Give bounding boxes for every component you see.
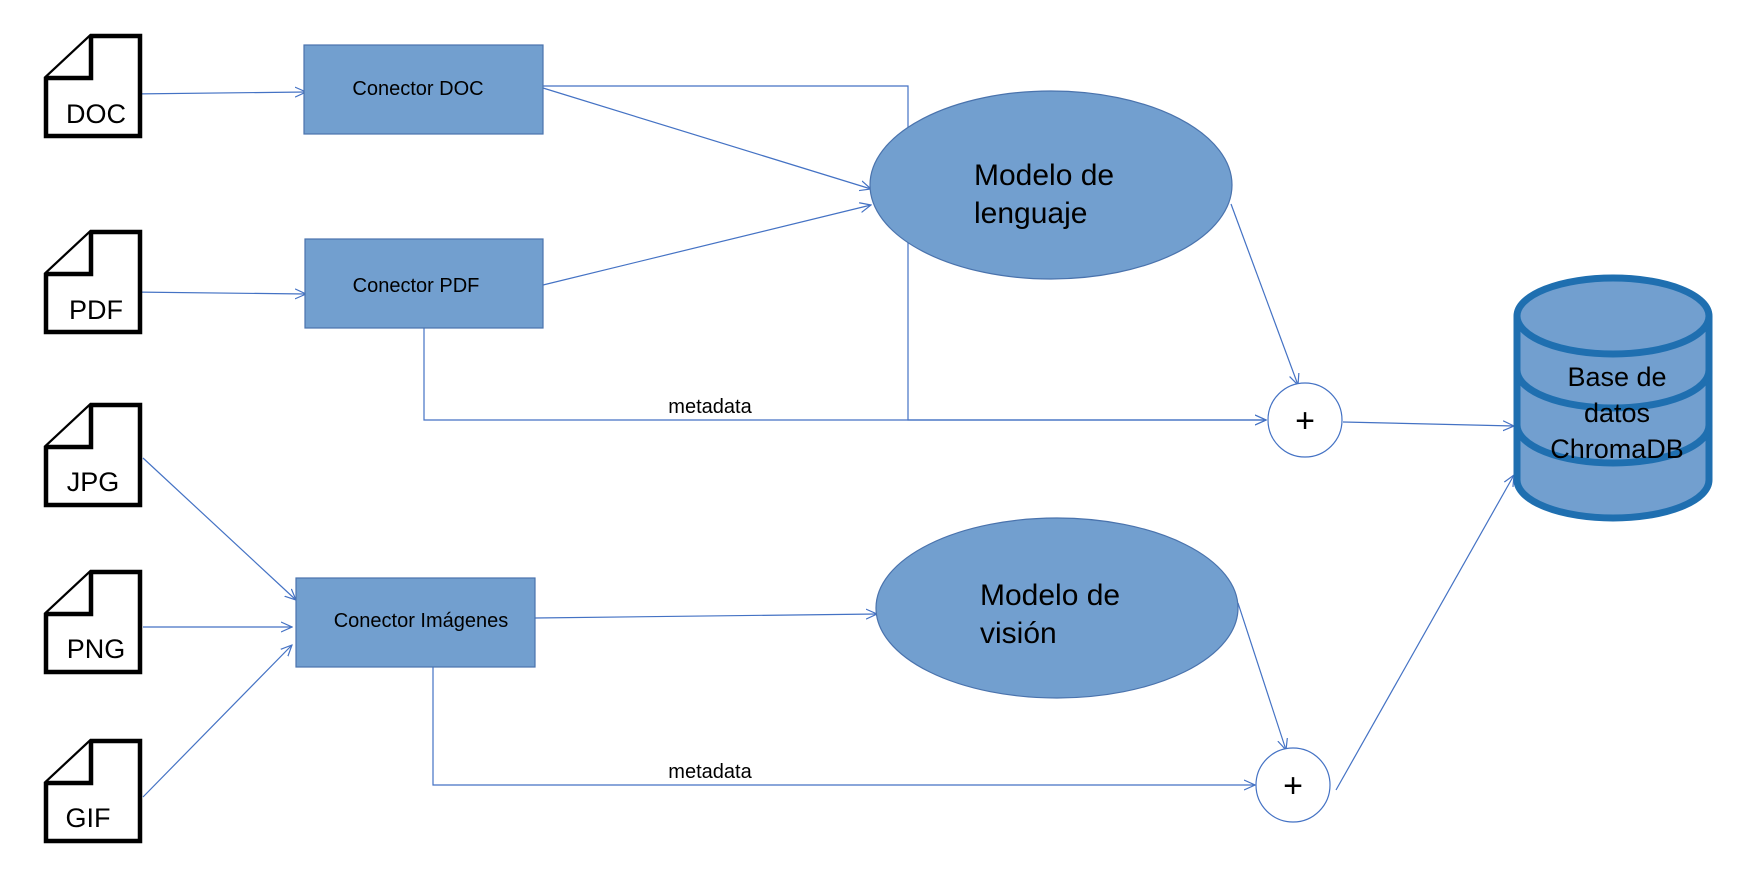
database-disk-divider-2 [1513, 424, 1713, 467]
metadata-label-bottom: metadata [668, 761, 752, 783]
merge-node-top-plus: + [1295, 402, 1315, 440]
edge-connector-images-to-vision-model [534, 614, 877, 618]
edge-connector-images-metadata-to-merge-bottom [432, 667, 1255, 785]
document-fold-icon [46, 572, 94, 617]
database-label-line1: Base de [1567, 362, 1666, 392]
edge-connector-pdf-metadata-to-merge-top [423, 328, 1266, 420]
edge-pdf-to-connector-pdf [129, 292, 306, 294]
document-fold-icon [46, 36, 94, 81]
language-model-label-line1: Modelo de [974, 159, 1114, 192]
language-model-shape [869, 90, 1233, 280]
connector-pdf-label: Conector PDF [353, 275, 480, 297]
file-pdf-label: PDF [69, 295, 123, 325]
edge-gif-to-connector-images [142, 645, 292, 798]
merge-node-bottom-plus: + [1283, 767, 1303, 805]
database-cylinder-body [1513, 316, 1713, 522]
file-pdf: PDF [43, 229, 143, 335]
edge-language-model-to-merge-top [1230, 203, 1298, 385]
document-fold-icon [46, 232, 94, 277]
merge-node-bottom-circle [1255, 747, 1331, 823]
database-label-line2: datos [1584, 398, 1650, 428]
edges [129, 85, 1514, 798]
edge-connector-pdf-to-language-model [542, 205, 871, 286]
file-doc: DOC [43, 33, 143, 139]
database-top-cap [1513, 274, 1713, 358]
file-gif: GIF [43, 738, 143, 844]
connector-images-label: Conector Imágenes [334, 610, 509, 632]
connector-images-box [295, 577, 536, 668]
edge-doc-to-connector-doc [129, 92, 306, 94]
edge-jpg-to-connector-images [142, 457, 296, 600]
language-model: Modelo de lenguaje [869, 90, 1233, 280]
connector-images: Conector Imágenes [295, 577, 536, 668]
merge-node-bottom: + [1255, 747, 1331, 823]
file-gif-label: GIF [66, 803, 111, 833]
connector-pdf-box [304, 238, 544, 329]
metadata-label-top: metadata [668, 396, 752, 418]
database: Base de datos ChromaDB [1513, 274, 1713, 522]
file-jpg-label: JPG [67, 467, 120, 497]
file-jpg: JPG [43, 402, 143, 508]
connector-doc-box [303, 44, 544, 135]
file-doc-label: DOC [66, 99, 126, 129]
language-model-label-line2: lenguaje [974, 197, 1087, 230]
vision-model-label-line2: visión [980, 617, 1057, 650]
document-fold-icon [46, 405, 94, 450]
vision-model: Modelo de visión [875, 517, 1239, 699]
edge-merge-bottom-to-database [1335, 475, 1514, 791]
edge-connector-doc-to-language-model [542, 87, 871, 189]
connector-pdf: Conector PDF [304, 238, 544, 329]
file-png-label: PNG [67, 634, 126, 664]
database-disk-divider-1 [1513, 369, 1713, 412]
file-png: PNG [43, 569, 143, 675]
vision-model-label-line1: Modelo de [980, 579, 1120, 612]
edge-vision-model-to-merge-bottom [1237, 602, 1286, 750]
connector-doc-label: Conector DOC [352, 78, 483, 100]
merge-node-top-circle [1267, 382, 1343, 458]
merge-node-top: + [1267, 382, 1343, 458]
vision-model-shape [875, 517, 1239, 699]
document-fold-icon [46, 741, 94, 786]
database-label-line3: ChromaDB [1550, 434, 1684, 464]
connector-doc: Conector DOC [303, 44, 544, 135]
edge-merge-top-to-database [1342, 422, 1514, 426]
